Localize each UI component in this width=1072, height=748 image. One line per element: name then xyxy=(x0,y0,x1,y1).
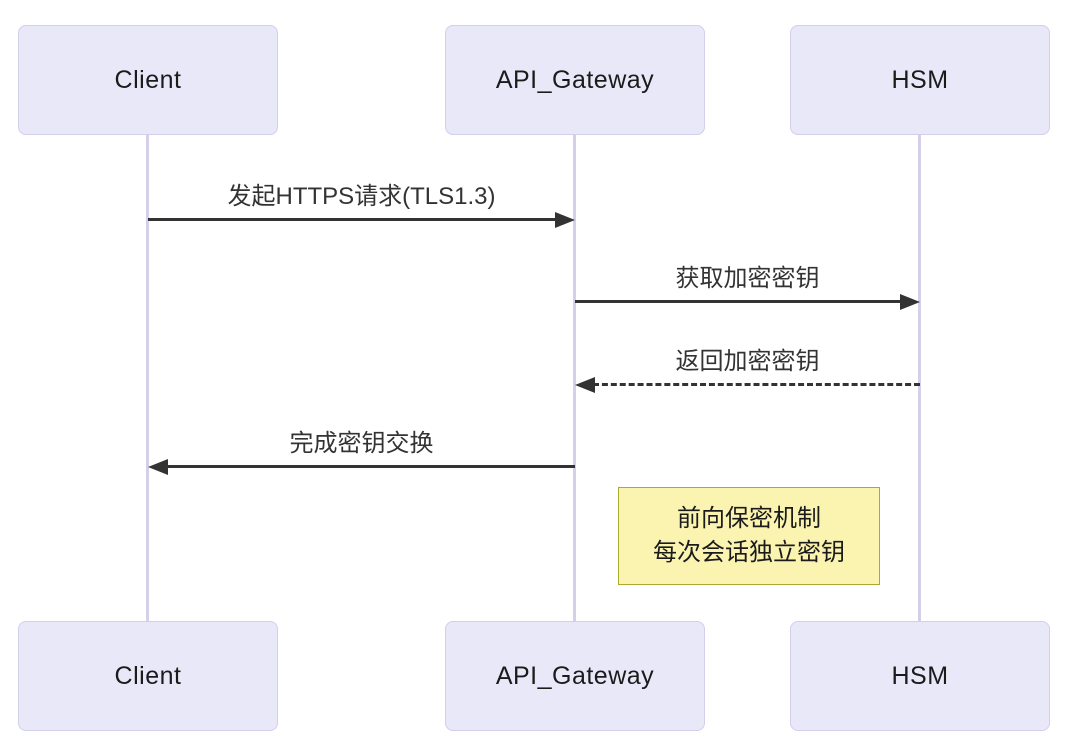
message-line-key-exchange-done xyxy=(166,465,575,468)
actor-box-client-top: Client xyxy=(18,25,278,135)
actor-label-client: Client xyxy=(114,65,182,94)
message-line-return-key xyxy=(593,383,920,386)
lifeline-api-gateway xyxy=(573,135,576,622)
arrowhead-right-icon xyxy=(900,294,920,310)
message-label-https-request: 发起HTTPS请求(TLS1.3) xyxy=(227,183,496,210)
actor-label-api-gateway: API_Gateway xyxy=(495,65,655,94)
note-line-2: 每次会话独立密钥 xyxy=(653,539,845,566)
note-box: 前向保密机制 每次会话独立密钥 xyxy=(618,487,880,585)
message-label-return-key: 返回加密密钥 xyxy=(675,348,820,375)
message-label-key-exchange-done: 完成密钥交换 xyxy=(289,430,434,457)
lifeline-client xyxy=(146,135,149,622)
arrowhead-right-icon xyxy=(555,212,575,228)
actor-box-hsm-bottom: HSM xyxy=(790,621,1050,731)
message-line-https-request xyxy=(148,218,560,221)
actor-label-api-gateway: API_Gateway xyxy=(495,661,655,690)
actor-box-api-gateway-bottom: API_Gateway xyxy=(445,621,705,731)
actor-label-hsm: HSM xyxy=(891,65,949,94)
actor-label-hsm: HSM xyxy=(891,661,949,690)
actor-box-hsm-top: HSM xyxy=(790,25,1050,135)
actor-box-api-gateway-top: API_Gateway xyxy=(445,25,705,135)
lifeline-hsm xyxy=(918,135,921,622)
actor-box-client-bottom: Client xyxy=(18,621,278,731)
arrowhead-left-icon xyxy=(148,459,168,475)
arrowhead-left-icon xyxy=(575,377,595,393)
note-line-1: 前向保密机制 xyxy=(677,505,821,532)
message-line-get-key xyxy=(575,300,905,303)
actor-label-client: Client xyxy=(114,661,182,690)
message-label-get-key: 获取加密密钥 xyxy=(675,265,820,292)
